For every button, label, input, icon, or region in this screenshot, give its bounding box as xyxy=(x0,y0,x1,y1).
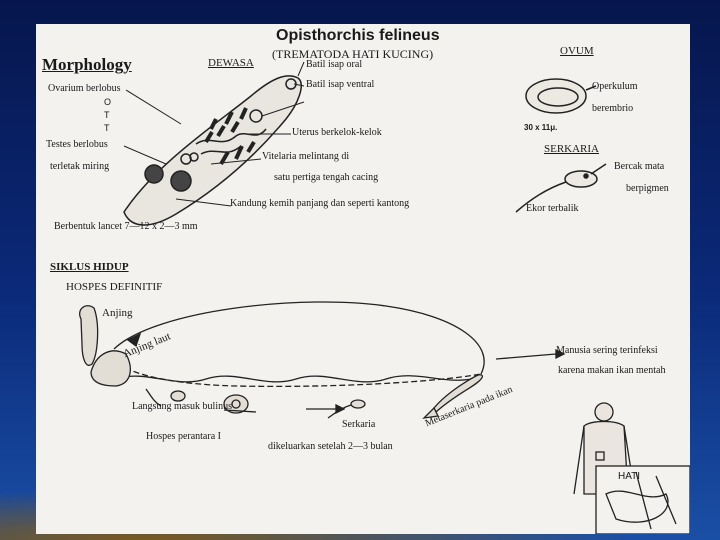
dewasa-heading: DEWASA xyxy=(208,57,254,69)
morphology-pointer-lines xyxy=(123,61,305,207)
serkaria-ekor: Ekor terbalik xyxy=(526,203,579,214)
morphology-heading: Morphology xyxy=(42,55,132,74)
label-testes-2: terletak miring xyxy=(50,161,110,172)
label-vitelaria-1: Vitelaria melintang di xyxy=(262,151,350,162)
label-uterus: Uterus berkelok-kelok xyxy=(292,127,382,138)
serkaria-small-illustration xyxy=(327,399,366,419)
label-t1: T xyxy=(104,110,110,120)
diagram-slide: Opisthorchis felineus (TREMATODA HATI KU… xyxy=(36,24,690,534)
label-batil-oral: Batil isap oral xyxy=(306,59,363,70)
serkaria-bercak: Bercak mata xyxy=(614,161,665,172)
hospes-definitif: HOSPES DEFINITIF xyxy=(66,281,163,293)
ovum-illustration xyxy=(525,78,597,114)
label-serkaria: Serkaria xyxy=(342,419,376,430)
serkaria-heading: SERKARIA xyxy=(544,143,600,155)
page-title: Opisthorchis felineus xyxy=(276,27,440,44)
label-kandung: Kandung kemih panjang dan seperti kanton… xyxy=(230,198,410,209)
diagram-drawing xyxy=(79,61,690,534)
ovum-berembrio: berembrio xyxy=(592,103,634,114)
fish-illustration xyxy=(422,374,483,419)
label-ovarium: Ovarium berlobus xyxy=(48,83,121,94)
label-o: O xyxy=(104,97,112,107)
ovum-operkulum: Operkulum xyxy=(592,81,638,92)
label-hospes-perantara: Hospes perantara I xyxy=(146,431,221,442)
ovum-heading: OVUM xyxy=(560,45,594,57)
serkaria-illustration xyxy=(515,163,607,213)
label-testes: Testes berlobus xyxy=(46,139,108,150)
label-bentuk: Berbentuk lancet 7—12 x 2—3 mm xyxy=(54,221,198,232)
ovum-size: 30 x 11μ. xyxy=(524,123,558,132)
adult-worm-illustration xyxy=(123,75,302,226)
serkaria-berpigmen: berpigmen xyxy=(626,183,669,194)
label-batil-ventral: Batil isap ventral xyxy=(306,79,375,90)
page-subtitle: (TREMATODA HATI KUCING) xyxy=(272,47,434,61)
siklus-heading: SIKLUS HIDUP xyxy=(50,261,129,273)
label-manusia-2: karena makan ikan mentah xyxy=(558,365,666,376)
human-illustration xyxy=(573,402,690,534)
dog-illustration xyxy=(79,305,131,387)
label-hati: HATI xyxy=(618,471,641,482)
label-anjing: Anjing xyxy=(102,307,133,319)
label-langsung: Langsung masuk bulinus xyxy=(132,401,232,412)
label-dikeluarkan: dikeluarkan setelah 2—3 bulan xyxy=(268,441,393,452)
label-vitelaria-2: satu pertiga tengah cacing xyxy=(274,172,379,183)
snail-illustration xyxy=(170,390,257,414)
label-t2: T xyxy=(104,123,110,133)
label-manusia-1: Manusia sering terinfeksi xyxy=(556,345,658,356)
